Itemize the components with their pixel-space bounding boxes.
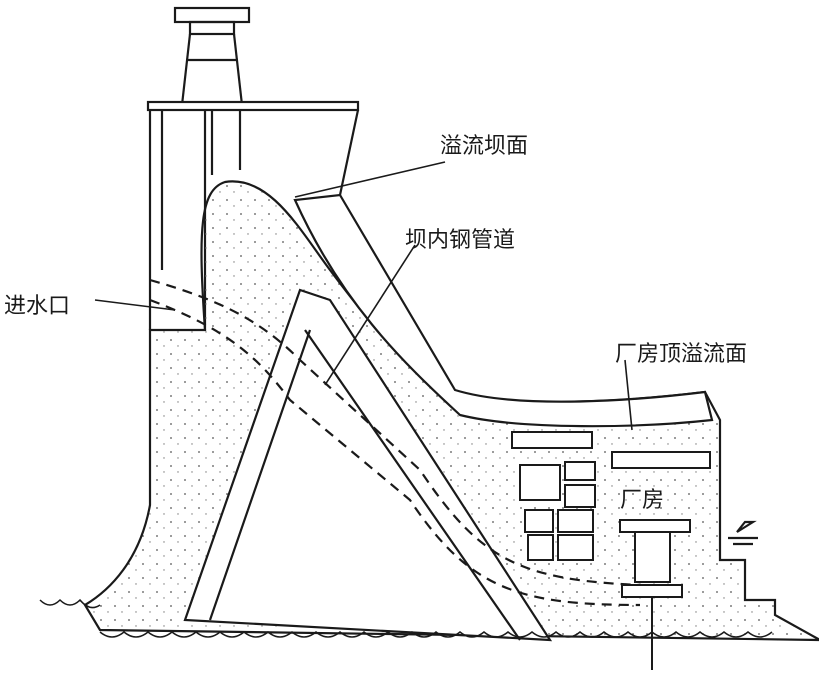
label-powerhouse-roof-spillway: 厂房顶溢流面	[615, 342, 748, 367]
label-spillway-face: 溢流坝面	[440, 134, 529, 159]
label-penstock: 坝内钢管道	[405, 228, 516, 253]
intake-tower	[146, 6, 360, 330]
powerhouse-rooms	[511, 431, 711, 670]
label-powerhouse: 厂房	[620, 488, 665, 513]
foundation-ground	[39, 598, 773, 638]
label-intake: 进水口	[4, 294, 71, 319]
tailwater-level-icon	[728, 520, 758, 546]
